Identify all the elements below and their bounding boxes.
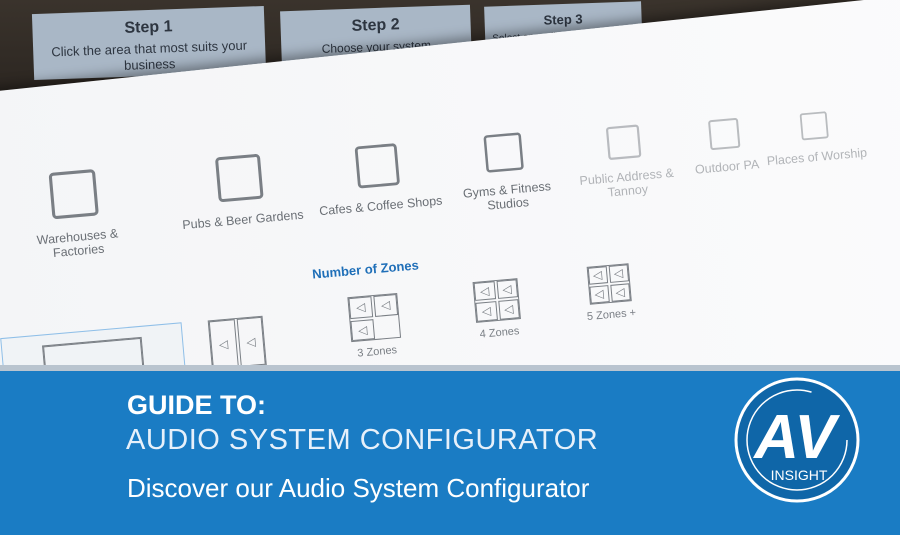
coffee-cup-icon [354, 143, 400, 189]
svg-text:AV: AV [752, 403, 840, 472]
podium-icon [606, 124, 642, 160]
speaker-icon: ◁ [373, 294, 399, 317]
sports-pitch-icon [483, 132, 524, 173]
speaker-icon: ◁ [348, 296, 374, 319]
speaker-icon: ◁ [496, 279, 519, 300]
category-item[interactable]: Gyms & Fitness Studios [436, 119, 573, 216]
category-item[interactable]: Pubs & Beer Gardens [172, 139, 309, 232]
factory-icon [48, 169, 99, 219]
banner: GUIDE TO: AUDIO SYSTEM CONFIGURATOR Disc… [0, 371, 900, 535]
speaker-icon: ◁ [473, 281, 496, 302]
category-item[interactable]: Warehouses & Factories [6, 155, 144, 264]
svg-text:INSIGHT: INSIGHT [771, 467, 828, 483]
divider [0, 365, 900, 371]
step-title: Step 2 [351, 16, 400, 35]
category-label: Warehouses & Factories [36, 226, 119, 261]
banner-heading: GUIDE TO: [127, 390, 267, 420]
speaker-icon: ◁ [587, 266, 608, 285]
category-item[interactable]: Places of Worship [748, 100, 883, 169]
weather-icon [708, 118, 741, 151]
speaker-icon: ◁ [208, 319, 239, 369]
banner-title: AUDIO SYSTEM CONFIGURATOR [126, 424, 599, 456]
av-insight-logo: AV INSIGHT [734, 377, 860, 503]
speaker-icon: ◁ [236, 316, 266, 367]
category-label: Public Address & Tannoy [578, 165, 675, 200]
speaker-icon: ◁ [497, 299, 520, 320]
banner-subtitle: Discover our Audio System Configurator [127, 473, 590, 503]
category-item[interactable]: Cafes & Coffee Shops [310, 129, 446, 218]
speaker-icon: ◁ [350, 318, 376, 342]
building-icon [799, 111, 829, 141]
speaker-icon: ◁ [475, 301, 498, 322]
pint-glass-icon [215, 154, 264, 203]
speaker-icon: ◁ [609, 283, 631, 302]
category-label: Gyms & Fitness Studios [462, 179, 552, 213]
speaker-icon: ◁ [588, 285, 610, 304]
zone-option[interactable]: ◁◁◁◁4 Zones [472, 278, 523, 340]
zone-option[interactable]: ◁◁◁◁5 Zones + [583, 263, 637, 323]
zone-option[interactable]: ◁◁◁3 Zones [347, 292, 402, 360]
category-item[interactable]: Public Address & Tannoy [557, 112, 693, 203]
speaker-icon: ◁ [608, 264, 629, 283]
category-item[interactable]: Outdoor PA [658, 106, 793, 179]
